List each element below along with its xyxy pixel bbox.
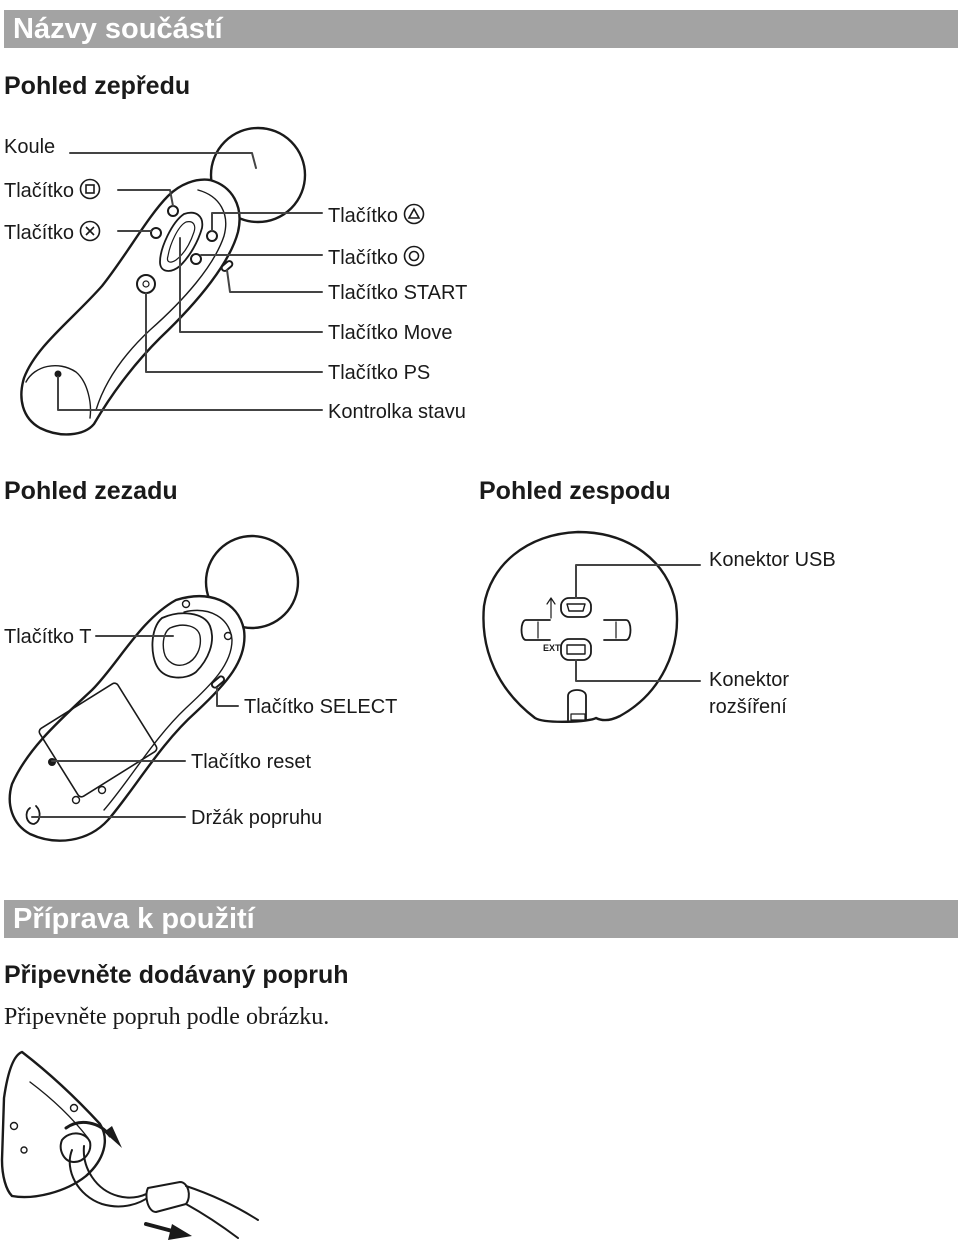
rear-screw-3 bbox=[97, 785, 107, 795]
cross-button-shape bbox=[150, 227, 162, 239]
front-leader-lines bbox=[57, 152, 323, 411]
label-select-button: Tlačítko SELECT bbox=[244, 696, 398, 718]
triangle-symbol-icon bbox=[403, 203, 425, 225]
front-body bbox=[20, 178, 241, 436]
bottom-right-button bbox=[603, 619, 632, 641]
bottom-left-button bbox=[520, 619, 551, 641]
rear-body-inner-edge bbox=[103, 609, 233, 811]
rear-controller-illustration bbox=[8, 534, 300, 842]
ext-connector-inner bbox=[566, 644, 586, 655]
label-cross-button: Tlačítko bbox=[4, 220, 101, 244]
start-button-shape bbox=[220, 260, 234, 272]
t-button-frame bbox=[151, 612, 213, 679]
label-t-button: Tlačítko T bbox=[4, 626, 92, 648]
label-extension-connector: Konektor rozšíření bbox=[709, 669, 790, 718]
strap-attachment-illustration bbox=[0, 1050, 259, 1240]
circle-button-shape bbox=[190, 253, 202, 265]
bottom-notch-slot bbox=[570, 713, 586, 721]
front-controller-illustration bbox=[20, 126, 307, 436]
label-circle-button: Tlačítko bbox=[328, 245, 425, 269]
bottom-outline bbox=[482, 530, 679, 723]
strap-pull-arrowhead bbox=[168, 1224, 192, 1240]
label-start-button: Tlačítko START bbox=[328, 282, 468, 304]
strap-controller-edge bbox=[29, 1081, 89, 1139]
cross-symbol-icon bbox=[79, 220, 101, 242]
label-ps-button: Tlačítko PS bbox=[328, 362, 431, 384]
status-indicator-dot bbox=[54, 370, 62, 378]
label-reset-button: Tlačítko reset bbox=[191, 751, 312, 773]
strap-screw-1 bbox=[69, 1103, 79, 1113]
usb-symbol-icon bbox=[546, 597, 556, 619]
section-title-parts: Názvy součástí bbox=[4, 10, 958, 48]
strap-stopper bbox=[145, 1181, 190, 1213]
front-view-heading: Pohled zepředu bbox=[4, 72, 191, 100]
battery-cover bbox=[38, 682, 158, 798]
rear-leader-lines bbox=[31, 635, 239, 818]
rear-view-heading: Pohled zezadu bbox=[4, 477, 178, 505]
bottom-leader-lines bbox=[575, 564, 701, 682]
label-usb-connector: Konektor USB bbox=[709, 549, 836, 571]
strap-screw-2 bbox=[9, 1121, 19, 1131]
rear-screw-4 bbox=[71, 795, 81, 805]
ps-logo-icon bbox=[142, 280, 150, 288]
label-move-button: Tlačítko Move bbox=[328, 322, 453, 344]
t-button-inner bbox=[162, 624, 202, 666]
select-button-shape bbox=[210, 675, 226, 689]
front-body-inner-edge bbox=[95, 189, 227, 411]
strap-loop bbox=[68, 1145, 153, 1208]
bottom-strap-notch bbox=[567, 689, 587, 721]
label-status-indicator: Kontrolka stavu bbox=[328, 401, 466, 423]
rear-body bbox=[8, 595, 246, 842]
bottom-view-heading: Pohled zespodu bbox=[479, 477, 671, 505]
label-sphere: Koule bbox=[4, 136, 56, 158]
strap-band bbox=[185, 1185, 259, 1239]
label-strap-holder: Držák popruhu bbox=[191, 807, 323, 829]
usb-connector-inner bbox=[566, 603, 586, 612]
label-square-button: Tlačítko bbox=[4, 178, 101, 202]
bottom-view-illustration bbox=[482, 530, 679, 723]
rear-screw-2 bbox=[223, 631, 233, 641]
strap-instruction: Připevněte popruh podle obrázku. bbox=[4, 1004, 330, 1030]
strap-screw-3 bbox=[20, 1146, 28, 1154]
rear-screw-1 bbox=[181, 599, 191, 609]
strap-holder-shape bbox=[25, 805, 41, 825]
strap-rotation-arrowhead bbox=[104, 1126, 122, 1148]
strap-hole bbox=[59, 1132, 92, 1163]
ext-mark: EXT bbox=[543, 643, 561, 653]
move-button-inner bbox=[166, 221, 196, 263]
section-title-preparation: Příprava k použití bbox=[4, 900, 958, 938]
strap-heading: Připevněte dodávaný popruh bbox=[4, 961, 349, 989]
front-bottom-cap bbox=[25, 365, 92, 419]
square-symbol-icon bbox=[79, 178, 101, 200]
circle-symbol-icon bbox=[403, 245, 425, 267]
label-triangle-button: Tlačítko bbox=[328, 203, 425, 227]
